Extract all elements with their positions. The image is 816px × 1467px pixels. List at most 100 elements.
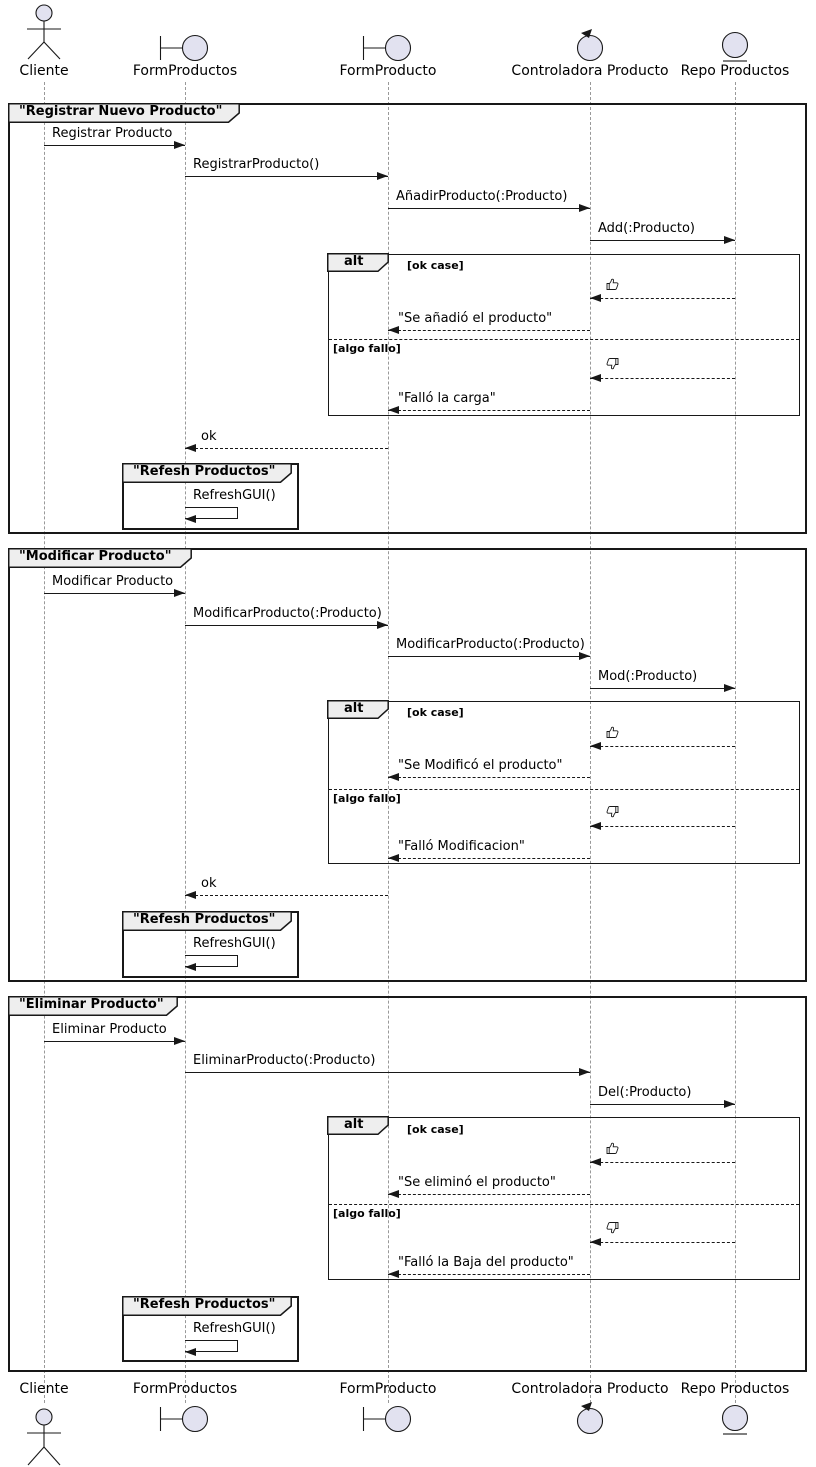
alt-label: alt bbox=[344, 253, 364, 269]
arrowhead-icon bbox=[590, 374, 601, 382]
frame-modificar-producto: "Modificar Producto" bbox=[8, 548, 807, 982]
actor-icon bbox=[20, 3, 68, 64]
arrowhead-icon bbox=[388, 1270, 399, 1278]
alt-label: alt bbox=[344, 700, 364, 716]
arrowhead-icon bbox=[388, 406, 399, 414]
selfcall-label: RefreshGUI() bbox=[193, 936, 276, 951]
subframe-title-tab: "Refesh Productos" bbox=[122, 1296, 292, 1316]
thumbs-up-icon bbox=[606, 276, 619, 295]
participant-label-controladora: Controladora Producto bbox=[511, 1381, 669, 1397]
arrowhead-icon bbox=[388, 773, 399, 781]
boundary-icon bbox=[159, 33, 211, 67]
arrowhead-icon bbox=[579, 1068, 590, 1076]
subframe-title: "Refesh Productos" bbox=[133, 912, 276, 927]
subframe-refesh-productos: "Refesh Productos" bbox=[122, 911, 299, 978]
subframe-title-tab: "Refesh Productos" bbox=[122, 911, 292, 931]
alt-tab: alt bbox=[327, 700, 389, 719]
selfcall-arrow bbox=[185, 507, 238, 523]
arrowhead-icon bbox=[579, 652, 590, 660]
arrowhead-icon bbox=[185, 1348, 196, 1356]
arrowhead-icon bbox=[590, 742, 601, 750]
thumbs-down-icon bbox=[606, 1220, 619, 1239]
frame-eliminar-producto: "Eliminar Producto" bbox=[8, 996, 807, 1372]
thumbs-up-icon bbox=[606, 724, 619, 743]
selfcall-label: RefreshGUI() bbox=[193, 488, 276, 503]
entity-icon bbox=[720, 30, 750, 68]
participant-label-repo: Repo Productos bbox=[680, 63, 790, 79]
arrowhead-icon bbox=[377, 172, 388, 180]
alt-label: alt bbox=[344, 1116, 364, 1132]
arrowhead-icon bbox=[724, 1100, 735, 1108]
selfcall-arrow bbox=[185, 955, 238, 971]
subframe-refesh-productos: "Refesh Productos" bbox=[122, 463, 299, 530]
arrowhead-icon bbox=[590, 822, 601, 830]
guard-ok-case: [ok case] bbox=[407, 259, 464, 272]
subframe-title: "Refesh Productos" bbox=[133, 464, 276, 479]
alt-divider bbox=[329, 1204, 799, 1205]
boundary-icon bbox=[362, 33, 414, 67]
arrowhead-icon bbox=[724, 684, 735, 692]
control-icon bbox=[575, 28, 605, 66]
participant-label-cliente: Cliente bbox=[19, 1381, 69, 1397]
arrowhead-icon bbox=[185, 963, 196, 971]
alt-frame: alt [ok case] [algo fallo] bbox=[327, 253, 800, 416]
participant-label-formproducto: FormProducto bbox=[339, 1381, 437, 1397]
alt-frame: alt [ok case] [algo fallo] bbox=[327, 1116, 800, 1280]
lifeline-formproducto bbox=[388, 82, 389, 1403]
control-icon bbox=[575, 1401, 605, 1439]
frame-title: "Modificar Producto" bbox=[19, 549, 172, 564]
arrowhead-icon bbox=[590, 1238, 601, 1246]
arrowhead-icon bbox=[174, 1037, 185, 1045]
boundary-icon bbox=[159, 1404, 211, 1438]
participant-label-repo: Repo Productos bbox=[680, 1381, 790, 1397]
arrowhead-icon bbox=[377, 621, 388, 629]
subframe-refesh-productos: "Refesh Productos" bbox=[122, 1296, 299, 1362]
selfcall-label: RefreshGUI() bbox=[193, 1321, 276, 1336]
frame-title: "Eliminar Producto" bbox=[19, 997, 164, 1012]
lifeline-cliente bbox=[44, 82, 45, 1403]
alt-frame: alt [ok case] [algo fallo] bbox=[327, 700, 800, 864]
frame-title: "Registrar Nuevo Producto" bbox=[19, 104, 223, 119]
participant-label-cliente: Cliente bbox=[19, 63, 69, 79]
alt-divider bbox=[329, 789, 799, 790]
participant-label-formproductos: FormProductos bbox=[132, 1381, 238, 1397]
participant-label-formproducto: FormProducto bbox=[339, 63, 437, 79]
arrowhead-icon bbox=[388, 1190, 399, 1198]
selfcall-arrow bbox=[185, 1340, 238, 1356]
arrowhead-icon bbox=[185, 891, 196, 899]
guard-algo-fallo: [algo fallo] bbox=[333, 342, 401, 355]
participant-label-formproductos: FormProductos bbox=[132, 63, 238, 79]
subframe-title-tab: "Refesh Productos" bbox=[122, 463, 292, 483]
arrowhead-icon bbox=[590, 1158, 601, 1166]
arrowhead-icon bbox=[174, 589, 185, 597]
arrowhead-icon bbox=[388, 326, 399, 334]
entity-icon bbox=[720, 1403, 750, 1441]
arrowhead-icon bbox=[388, 854, 399, 862]
arrowhead-icon bbox=[724, 236, 735, 244]
frame-title-tab: "Registrar Nuevo Producto" bbox=[8, 103, 240, 123]
frame-title-tab: "Modificar Producto" bbox=[8, 548, 192, 568]
guard-algo-fallo: [algo fallo] bbox=[333, 792, 401, 805]
thumbs-up-icon bbox=[606, 1140, 619, 1159]
arrowhead-icon bbox=[174, 141, 185, 149]
participant-label-controladora: Controladora Producto bbox=[511, 63, 669, 79]
guard-ok-case: [ok case] bbox=[407, 706, 464, 719]
frame-title-tab: "Eliminar Producto" bbox=[8, 996, 178, 1016]
actor-icon bbox=[20, 1403, 68, 1467]
thumbs-down-icon bbox=[606, 356, 619, 375]
lifeline-formproductos bbox=[185, 82, 186, 1403]
arrowhead-icon bbox=[579, 204, 590, 212]
alt-tab: alt bbox=[327, 1116, 389, 1135]
guard-ok-case: [ok case] bbox=[407, 1123, 464, 1136]
thumbs-down-icon bbox=[606, 804, 619, 823]
subframe-title: "Refesh Productos" bbox=[133, 1297, 276, 1312]
alt-divider bbox=[329, 339, 799, 340]
arrowhead-icon bbox=[185, 515, 196, 523]
arrowhead-icon bbox=[590, 294, 601, 302]
frame-registrar-nuevo-producto: "Registrar Nuevo Producto" bbox=[8, 103, 807, 534]
guard-algo-fallo: [algo fallo] bbox=[333, 1207, 401, 1220]
lifeline-repo bbox=[735, 82, 736, 1403]
arrowhead-icon bbox=[185, 444, 196, 452]
boundary-icon bbox=[362, 1404, 414, 1438]
